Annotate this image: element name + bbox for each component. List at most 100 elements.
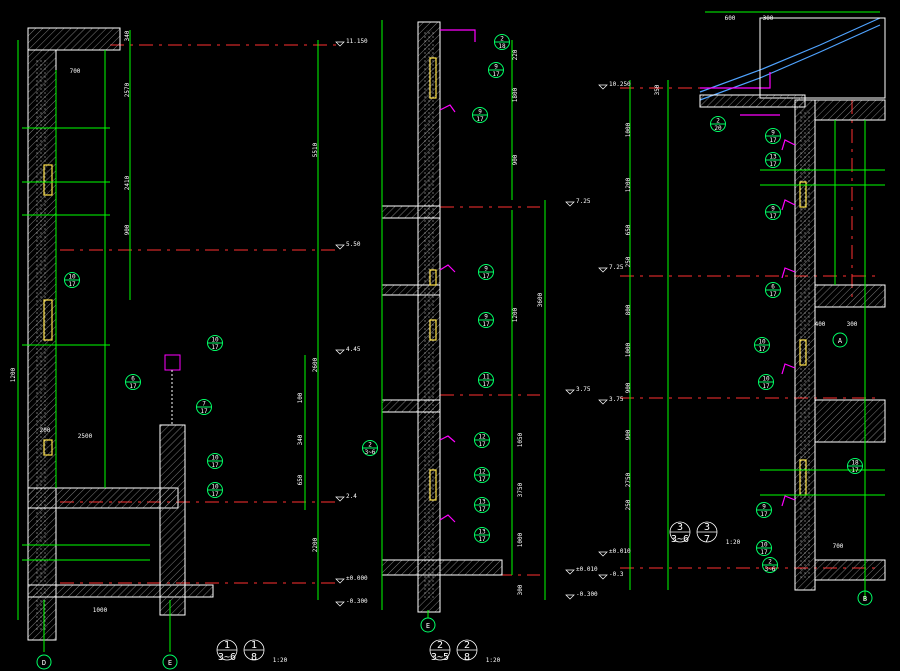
elevation-text: 4.45 [346, 346, 361, 353]
grid-axis-label: E [162, 654, 178, 670]
dimension-text-vertical: 1050 [517, 432, 524, 447]
callout-bubble: 218 [494, 34, 510, 50]
callout-top: 12 [478, 434, 486, 441]
callout-bottom: 20 [714, 125, 722, 132]
elevation-text: 3.75 [609, 396, 624, 403]
dimension-text-vertical: 300 [517, 584, 524, 595]
elevation-marker: 3.75 [598, 396, 624, 405]
title-sheet-bottom: 7 [704, 534, 710, 545]
callout-bottom: 17 [482, 321, 490, 328]
elevation-text: ±0.010 [609, 548, 631, 555]
elevation-text: ±0.010 [576, 566, 598, 573]
elevation-marker: -0.300 [335, 598, 368, 607]
dimension-text-vertical: 900 [124, 224, 131, 235]
callout-top: 10 [762, 376, 770, 383]
elevation-marker: 11.150 [335, 38, 368, 47]
callout-top: 11 [482, 374, 490, 381]
title-sheet-bottom: 8 [251, 652, 257, 663]
title-num-top: 2 [437, 640, 443, 651]
section-2 [381, 20, 546, 618]
elevation-text: 3.75 [576, 386, 591, 393]
dimension-text-vertical: 2600 [312, 357, 319, 372]
title-num-bottom: 3~5 [431, 652, 449, 663]
title-scale: 1:20 [726, 539, 741, 546]
dimension-text-vertical: 100 [297, 392, 304, 403]
callout-top: 12 [478, 469, 486, 476]
callout-top: 6 [771, 284, 775, 291]
elevation-marker: ±0.010 [565, 566, 598, 575]
callout-bottom: 17 [769, 161, 777, 168]
callout-bottom: 17 [478, 476, 486, 483]
callout-bottom: 17 [762, 383, 770, 390]
dimension-text-vertical: 1000 [625, 342, 632, 357]
callout-bottom: 17 [129, 383, 137, 390]
grid-axis-text: D [42, 659, 46, 667]
elevation-marker: 7.25 [598, 264, 624, 273]
dimension-text-vertical: 650 [297, 474, 304, 485]
callout-top: 9 [484, 314, 488, 321]
callout-bottom: 17 [769, 137, 777, 144]
elevation-text: 2.4 [346, 493, 357, 500]
title-num-top: 1 [224, 640, 230, 651]
title-num-bottom: 3~6 [218, 652, 236, 663]
elevation-text: -0.300 [576, 591, 598, 598]
dimension-text-horizontal: 700 [70, 68, 81, 75]
callout-bottom: 17 [760, 549, 768, 556]
callout-bubble: 917 [478, 312, 494, 328]
grid-axis-text: A [838, 337, 843, 345]
dimension-text-vertical: 1200 [10, 367, 17, 382]
callout-bubble: 23~6 [762, 557, 778, 573]
callout-bubble: 917 [472, 107, 488, 123]
callout-top: 10 [760, 542, 768, 549]
callout-bubble: 917 [756, 502, 772, 518]
dimension-text-vertical: 2750 [625, 472, 632, 487]
callout-bubble: 917 [478, 264, 494, 280]
dimension-text-vertical: 5510 [312, 142, 319, 157]
dimension-text-vertical: 1200 [625, 177, 632, 192]
callout-top: 9 [771, 130, 775, 137]
title-sheet-top: 1 [251, 640, 257, 651]
callout-bottom: 3~6 [365, 449, 376, 456]
callout-top: 2 [716, 118, 720, 125]
dimension-text-horizontal: 200 [40, 427, 51, 434]
elevation-text: 10.250 [609, 81, 631, 88]
dimension-text-horizontal: 2500 [78, 433, 93, 440]
callout-bubble: 617 [125, 374, 141, 390]
callout-bottom: 17 [760, 511, 768, 518]
callout-top: 18 [851, 460, 859, 467]
callout-bottom: 17 [478, 506, 486, 513]
elevation-marker: 5.50 [335, 241, 361, 250]
callout-top: 6 [131, 376, 135, 383]
callout-bottom: 17 [476, 116, 484, 123]
callout-bubble: 917 [488, 62, 504, 78]
callout-bottom: 17 [482, 381, 490, 388]
section-3 [620, 11, 886, 600]
grid-axis-text: B [863, 595, 867, 603]
elevation-text: -0.3 [609, 571, 624, 578]
callout-top: 9 [478, 109, 482, 116]
callout-bubble: 617 [765, 282, 781, 298]
dimension-text-vertical: 1200 [512, 307, 519, 322]
elevation-marker: 7.25 [565, 198, 591, 207]
grid-axis-label: B [857, 590, 873, 606]
elevation-marker: 2.4 [335, 493, 357, 502]
grid-axis-text: E [168, 659, 172, 667]
section-1 [17, 27, 340, 652]
callout-top: 13 [769, 154, 777, 161]
dimension-text-horizontal: 300 [847, 321, 858, 328]
dimension-text-vertical: 3750 [517, 482, 524, 497]
title-num-top: 3 [677, 522, 683, 533]
callout-bubble: 220 [710, 116, 726, 132]
callout-bottom: 17 [68, 281, 76, 288]
dimension-text-vertical: 2410 [124, 175, 131, 190]
